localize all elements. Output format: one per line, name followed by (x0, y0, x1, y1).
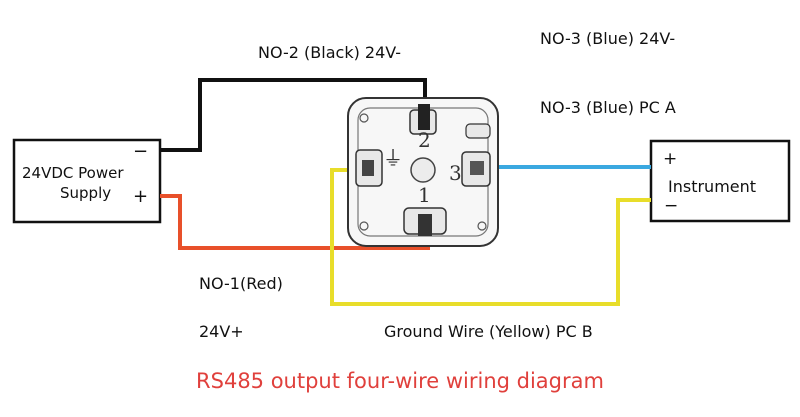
label-no1: NO-1(Red) (199, 274, 283, 293)
ground-symbol: ⏚ (383, 146, 403, 170)
power-supply-line1: 24VDC Power (22, 164, 124, 182)
instrument-box (649, 139, 791, 223)
connector-center-hub (410, 157, 436, 183)
mount-hole-bl (359, 221, 369, 231)
mount-hole-tl (359, 113, 369, 123)
pin2-screw (418, 104, 430, 130)
instrument-plus: + (663, 149, 677, 169)
instrument-minus: − (664, 196, 678, 216)
diagram-caption: RS485 output four-wire wiring diagram (196, 369, 604, 393)
mount-hole-br (477, 221, 487, 231)
power-supply: 24VDC Power Supply − + (12, 138, 162, 224)
ground-screw (362, 160, 374, 176)
pin2-number: 2 (418, 128, 431, 152)
black-wire (160, 78, 427, 152)
power-supply-minus: − (133, 141, 148, 162)
power-supply-line2: Supply (60, 184, 111, 202)
label-no2: NO-2 (Black) 24V- (258, 43, 401, 62)
label-24v-plus: 24V+ (199, 322, 244, 341)
pin3-screw (470, 161, 484, 175)
instrument-label: Instrument (668, 177, 756, 196)
label-no3-minus: NO-3 (Blue) 24V- (540, 29, 675, 48)
pin1-screw (418, 214, 432, 236)
power-supply-plus: + (133, 186, 148, 207)
pin1-number: 1 (418, 183, 431, 207)
instrument: + Instrument − (649, 139, 791, 223)
pin3-clip (465, 123, 491, 139)
connector: 2 3 1 ⏚ (347, 97, 499, 247)
yellow-wire (330, 168, 651, 306)
label-ground-wire: Ground Wire (Yellow) PC B (384, 322, 593, 341)
label-no3-pca: NO-3 (Blue) PC A (540, 98, 676, 117)
power-supply-box (12, 138, 162, 224)
wires (160, 78, 651, 306)
pin3-number: 3 (449, 161, 462, 185)
